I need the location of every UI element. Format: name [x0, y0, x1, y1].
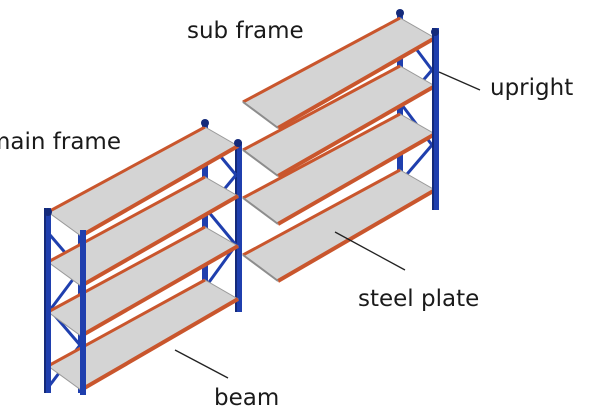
label-sub-frame: sub frame: [187, 18, 304, 44]
leader-steel-plate: [334, 231, 406, 271]
leader-upright: [438, 71, 481, 91]
sub-frame-shelf-3: [242, 112, 437, 226]
main-frame-shelf-1: [47, 125, 240, 238]
main-frame-upright-front-left: [44, 208, 51, 393]
sub-frame-shelf-2: [242, 64, 437, 178]
leader-beam: [174, 349, 229, 379]
sub-frame-upright-front: [432, 28, 439, 210]
label-steel-plate: steel plate: [358, 286, 480, 312]
main-frame-shelf-3: [47, 225, 240, 338]
main-frame-shelf-2: [47, 175, 240, 288]
sub-frame-shelf-4: [242, 168, 437, 283]
label-beam: beam: [214, 385, 280, 411]
main-frame-shelf-4: [47, 278, 240, 392]
leader-lines: [174, 71, 481, 379]
main-frame: [44, 119, 242, 395]
main-frame-upright-front-right: [235, 142, 242, 312]
sub-frame-shelf-1: [242, 16, 437, 130]
sub-frame: [242, 9, 439, 283]
sub-frame-upright-back: [397, 10, 403, 210]
label-upright: upright: [490, 75, 574, 101]
label-main-frame: main frame: [0, 129, 121, 155]
